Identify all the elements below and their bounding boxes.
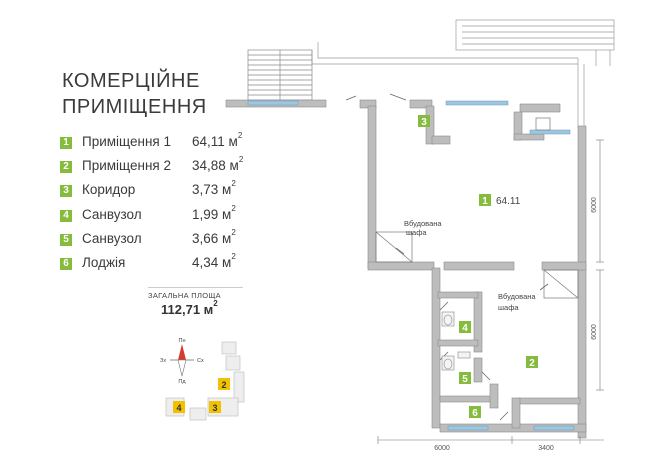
- dimension-label-bottom-right: 3400: [538, 445, 554, 452]
- wardrobe-2-label-line2: шафа: [498, 303, 519, 312]
- compass-rose: Пн Пд Сх Зх: [160, 338, 204, 385]
- compass-west-label: Зх: [160, 358, 166, 364]
- legend-row-5: 5 Санвузол 3,66 м2: [60, 227, 250, 255]
- room-name: Санвузол: [82, 230, 142, 246]
- doors: [345, 93, 551, 421]
- legend-row-4: 4 Санвузол 1,99 м2: [60, 203, 250, 231]
- room-area: 4,34 м2: [192, 251, 236, 270]
- compass-east-label: Сх: [197, 358, 204, 364]
- room-name: Приміщення 2: [82, 158, 171, 174]
- room-1-area-label: 64.11: [496, 196, 521, 207]
- sanitary-fixtures: [441, 311, 471, 371]
- dimension-label-bottom-left: 6000: [434, 445, 450, 452]
- room-number-badge: 2: [60, 161, 72, 174]
- room-name: Коридор: [82, 182, 136, 198]
- dimension-lines: [377, 139, 604, 444]
- room-marker-3: 3: [418, 115, 430, 128]
- compass-south-label: Пд: [178, 379, 186, 385]
- room-area: 3,73 м2: [192, 179, 236, 198]
- title-line-1: КОМЕРЦІЙНЕ: [62, 70, 200, 92]
- staircase: [247, 49, 313, 101]
- room-marker-5: 5: [459, 372, 471, 385]
- dimension-label-right-top: 6000: [591, 197, 598, 213]
- compass-north-arrow: [178, 344, 186, 360]
- svg-text:2: 2: [221, 380, 226, 390]
- room-number-badge: 5: [60, 233, 72, 246]
- building-context-outline: [311, 19, 615, 128]
- room-name: Лоджія: [82, 254, 126, 270]
- room-legend: 1 Приміщення 1 64,11 м2 2 Приміщення 2 3…: [60, 131, 250, 279]
- wardrobe-1-label-line1: Вбудована: [404, 219, 442, 228]
- room-area: 3,66 м2: [192, 227, 236, 246]
- room-marker-2: 2: [526, 356, 538, 369]
- room-marker-1: 1 64.11: [479, 194, 521, 207]
- room-marker-6: 6: [469, 406, 481, 419]
- svg-text:5: 5: [462, 374, 468, 385]
- svg-text:4: 4: [462, 323, 468, 334]
- room-number-badge: 4: [60, 209, 72, 222]
- room-number-badge: 1: [60, 137, 72, 149]
- room-name: Санвузол: [82, 206, 142, 222]
- svg-text:2: 2: [529, 358, 535, 369]
- room-name: Приміщення 1: [82, 134, 171, 149]
- wardrobe-1-label-line2: шафа: [406, 228, 427, 237]
- compass-north-label: Пн: [179, 338, 186, 344]
- legend-row-1: 1 Приміщення 1 64,11 м2: [60, 131, 250, 158]
- title-line-2: ПРИМІЩЕННЯ: [62, 96, 207, 118]
- legend-row-3: 3 Коридор 3,73 м2: [60, 179, 250, 206]
- room-area: 1,99 м2: [192, 203, 236, 222]
- dimension-label-right-bottom: 6000: [591, 324, 598, 340]
- room-number-badge: 6: [60, 257, 72, 270]
- walls: [225, 99, 587, 439]
- plan-title: КОМЕРЦІЙНЕ ПРИМІЩЕННЯ: [62, 68, 207, 120]
- svg-text:3: 3: [421, 117, 427, 128]
- svg-text:4: 4: [176, 403, 181, 413]
- total-area: ЗАГАЛЬНА ПЛОЩА 112,71 м2: [148, 287, 244, 317]
- svg-text:1: 1: [482, 196, 488, 207]
- key-plan: 2 4 3: [165, 341, 245, 421]
- svg-text:3: 3: [212, 403, 217, 413]
- room-marker-4: 4: [459, 321, 471, 334]
- wardrobe-2-label-line1: Вбудована: [498, 292, 536, 301]
- room-number-badge: 3: [60, 185, 72, 198]
- total-area-label: ЗАГАЛЬНА ПЛОЩА: [148, 287, 243, 300]
- legend-row-2: 2 Приміщення 2 34,88 м2: [60, 155, 250, 182]
- room-area: 34,88 м2: [192, 155, 244, 174]
- total-area-value: 112,71 м2: [161, 299, 218, 317]
- room-area: 64,11 м2: [192, 131, 243, 149]
- built-in-wardrobes: [375, 231, 579, 299]
- legend-row-6: 6 Лоджія 4,34 м2: [60, 251, 250, 279]
- svg-text:6: 6: [472, 408, 478, 419]
